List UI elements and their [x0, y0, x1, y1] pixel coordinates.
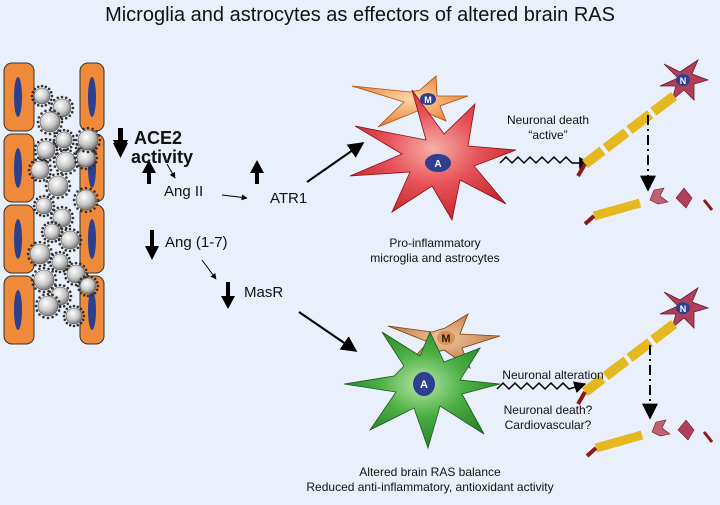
arrow-to-altered-cells — [298, 311, 358, 352]
diagram-title: Microglia and astrocytes as effectors of… — [105, 4, 615, 26]
neuron-nucleus-label: N — [680, 304, 687, 314]
altered-ras-caption-line2: Reduced anti-inflammatory, antioxidant a… — [306, 480, 554, 494]
zigzag-arrow-bottom — [496, 381, 587, 393]
arrow-ace2-to-angii — [166, 163, 176, 179]
neuronal-alteration-label: Neuronal alteration — [502, 368, 604, 382]
arrow-angii-to-atr1 — [221, 194, 248, 201]
proinflammatory-caption-line2: microglia and astrocytes — [370, 251, 500, 265]
virus-particle — [26, 240, 54, 268]
zigzag-arrow-top — [499, 155, 592, 169]
microglia-cell — [351, 75, 469, 128]
atr1-label: ATR1 — [270, 190, 308, 207]
virus-particle — [34, 292, 62, 320]
altered-ras-caption-line1: Altered brain RAS balance — [359, 465, 501, 479]
astrocyte-nucleus-label: A — [434, 159, 441, 170]
virus-particle — [52, 128, 76, 152]
endothelial-cell — [79, 204, 105, 274]
neuronal-death-label: Neuronal death — [506, 113, 590, 127]
ace2-activity-label: activity — [131, 147, 194, 167]
virus-particles — [26, 84, 102, 328]
neuron-bottom: N — [576, 286, 710, 406]
virus-particle — [30, 84, 54, 108]
microglia-nucleus-label: M — [424, 95, 432, 105]
astrocyte-cell — [343, 331, 501, 450]
virus-particle — [36, 108, 64, 136]
neuron-top: N — [576, 58, 710, 178]
ace2-label: ACE2 — [134, 128, 183, 148]
neuron-nucleus-label: N — [680, 76, 687, 86]
arrow-to-proinflammatory-cells — [306, 142, 365, 183]
neuron-top-degenerated — [583, 187, 714, 226]
virus-particle — [76, 274, 100, 298]
endothelial-cell — [3, 275, 35, 345]
virus-particle — [30, 266, 58, 294]
virus-particle — [74, 126, 102, 154]
virus-particle — [52, 148, 80, 176]
neuronal-death-question-label: Neuronal death? — [503, 403, 593, 417]
virus-particle — [33, 137, 59, 163]
down-arrow-icon — [113, 128, 128, 158]
endothelial-cell — [3, 133, 35, 203]
masr-label: MasR — [244, 284, 284, 301]
virus-particle — [73, 145, 99, 171]
down-arrow-icon — [221, 282, 235, 309]
virus-particle — [27, 157, 53, 183]
virus-particle — [72, 186, 100, 214]
arrow-ang17-to-masr — [201, 259, 217, 280]
virus-particle — [57, 227, 83, 253]
endothelial-cell — [3, 62, 35, 132]
blood-vessel — [3, 62, 105, 345]
ang-ii-label: Ang II — [164, 183, 204, 200]
down-arrow-icon — [145, 230, 159, 260]
endothelial-cell — [3, 204, 35, 274]
virus-particle — [49, 95, 75, 121]
ang-1-7-label: Ang (1-7) — [165, 234, 228, 251]
proinflammatory-caption-line1: Pro-inflammatory — [389, 236, 481, 250]
up-arrow-icon — [250, 160, 264, 184]
virus-particle — [62, 304, 86, 328]
astrocyte-cell — [349, 89, 517, 222]
up-arrow-icon — [142, 160, 156, 184]
neuron-bottom-degenerated — [585, 419, 714, 458]
endothelial-cell — [79, 62, 105, 132]
virus-particle — [44, 172, 72, 200]
virus-particle — [32, 194, 56, 218]
microglia-nucleus-label: M — [441, 333, 450, 345]
cardiovascular-question-label: Cardiovascular? — [504, 418, 592, 432]
active-label: “active” — [528, 128, 568, 142]
astrocyte-nucleus-label: A — [420, 379, 428, 391]
virus-particle — [48, 250, 72, 274]
virus-particle — [40, 220, 64, 244]
